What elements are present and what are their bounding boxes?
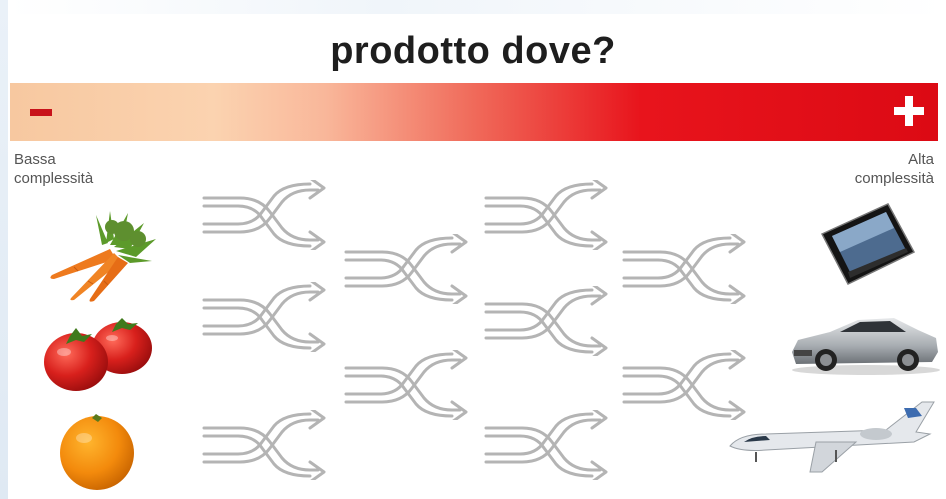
shuffle-arrow-icon	[622, 234, 746, 304]
orange-icon	[60, 414, 134, 490]
shuffle-arrow-icon	[202, 282, 326, 352]
shuffle-arrow-icon	[484, 410, 608, 480]
car-icon	[792, 318, 940, 375]
shuffle-arrow-icon	[344, 350, 468, 420]
left-edge-decoration	[0, 0, 8, 499]
page-title: prodotto dove?	[330, 30, 616, 72]
low-label-line2: complessità	[14, 170, 94, 187]
shuffle-arrow-icon	[202, 180, 326, 250]
plus-icon	[894, 96, 924, 126]
high-label-line2: complessità	[854, 170, 934, 187]
shuffle-arrow-icon	[202, 410, 326, 480]
high-label-line1: Alta	[908, 151, 934, 168]
tablet-icon	[820, 203, 916, 285]
carrot-icon	[50, 211, 156, 302]
low-label-line1: Bassa	[14, 151, 56, 168]
jet-icon	[729, 401, 935, 473]
complexity-gradient-bar	[10, 83, 938, 141]
shuffle-arrow-icon	[622, 350, 746, 420]
shuffle-arrow-icon	[484, 286, 608, 356]
high-complexity-label: Alta complessità	[855, 150, 934, 188]
top-band-decoration	[8, 0, 946, 14]
tomato-icon	[44, 318, 152, 391]
low-complexity-label: Bassa complessità	[14, 150, 93, 188]
shuffle-arrow-icon	[484, 180, 608, 250]
minus-icon	[30, 109, 52, 116]
shuffle-arrow-icon	[344, 234, 468, 304]
